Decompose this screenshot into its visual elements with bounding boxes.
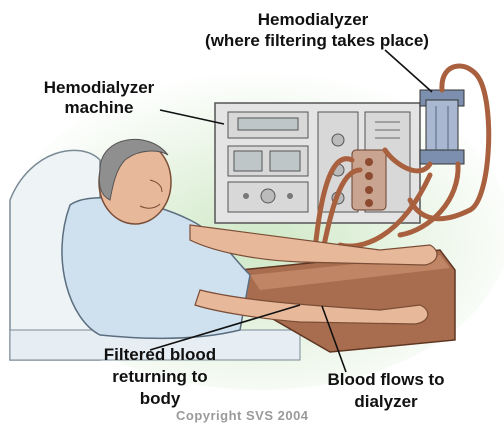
machine-label-line1: Hemodialyzer [4, 78, 194, 97]
filtered-blood-label-line1: Filtered blood [60, 345, 260, 364]
hemodialyzer-label-title: Hemodialyzer [208, 10, 418, 29]
filtered-blood-label-line3: body [60, 389, 260, 408]
hemodialyzer-label-subtitle: (where filtering takes place) [132, 31, 502, 50]
hemodialyzer-cylinder [420, 90, 464, 164]
blood-pump [352, 150, 386, 210]
machine-label-line2: machine [4, 98, 194, 117]
copyright-text: Copyright SVS 2004 [176, 408, 309, 423]
blood-flows-label-line1: Blood flows to [286, 370, 486, 389]
filtered-blood-label-line2: returning to [60, 367, 260, 386]
blood-flows-label-line2: dialyzer [286, 392, 486, 411]
hemodialyzer-machine [215, 103, 420, 223]
